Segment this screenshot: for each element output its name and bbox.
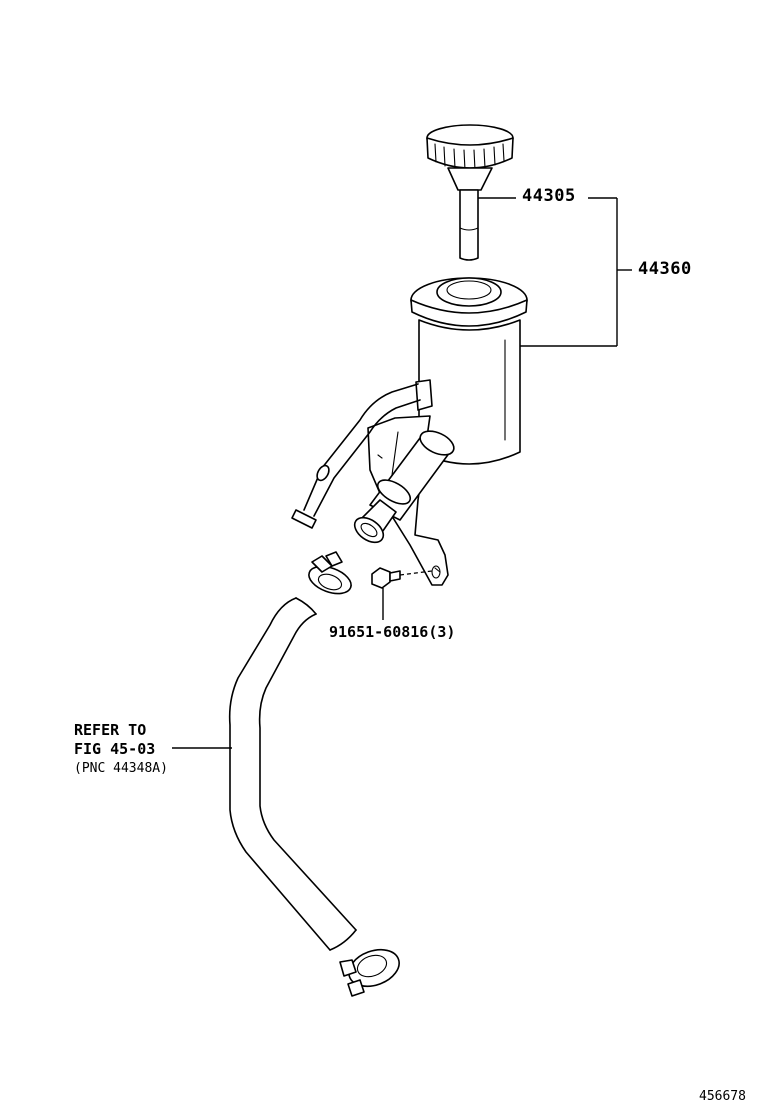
reference-line-3: (PNC 44348A)	[74, 761, 168, 776]
reference-line-2[interactable]: FIG 45-03	[74, 740, 156, 758]
part-number-44360[interactable]: 44360	[638, 259, 692, 279]
part-number-bolt[interactable]: 91651-60816(3)	[329, 623, 456, 641]
hose-clamp-icon[interactable]	[305, 551, 355, 599]
reference-line-1: REFER TO	[74, 721, 147, 739]
flange-bolt-icon[interactable]	[371, 567, 433, 589]
reservoir-cap-icon[interactable]	[426, 124, 514, 261]
leader-lines	[172, 197, 632, 749]
return-hose-icon[interactable]	[228, 597, 357, 951]
inlet-pipe-icon	[353, 430, 455, 544]
hose-clamp-lower-icon[interactable]	[339, 943, 404, 997]
part-number-44305[interactable]: 44305	[522, 186, 576, 206]
diagram-id: 456678	[699, 1089, 746, 1104]
reservoir-tank-icon[interactable]	[367, 277, 528, 586]
outlet-pipe-icon	[291, 383, 421, 529]
